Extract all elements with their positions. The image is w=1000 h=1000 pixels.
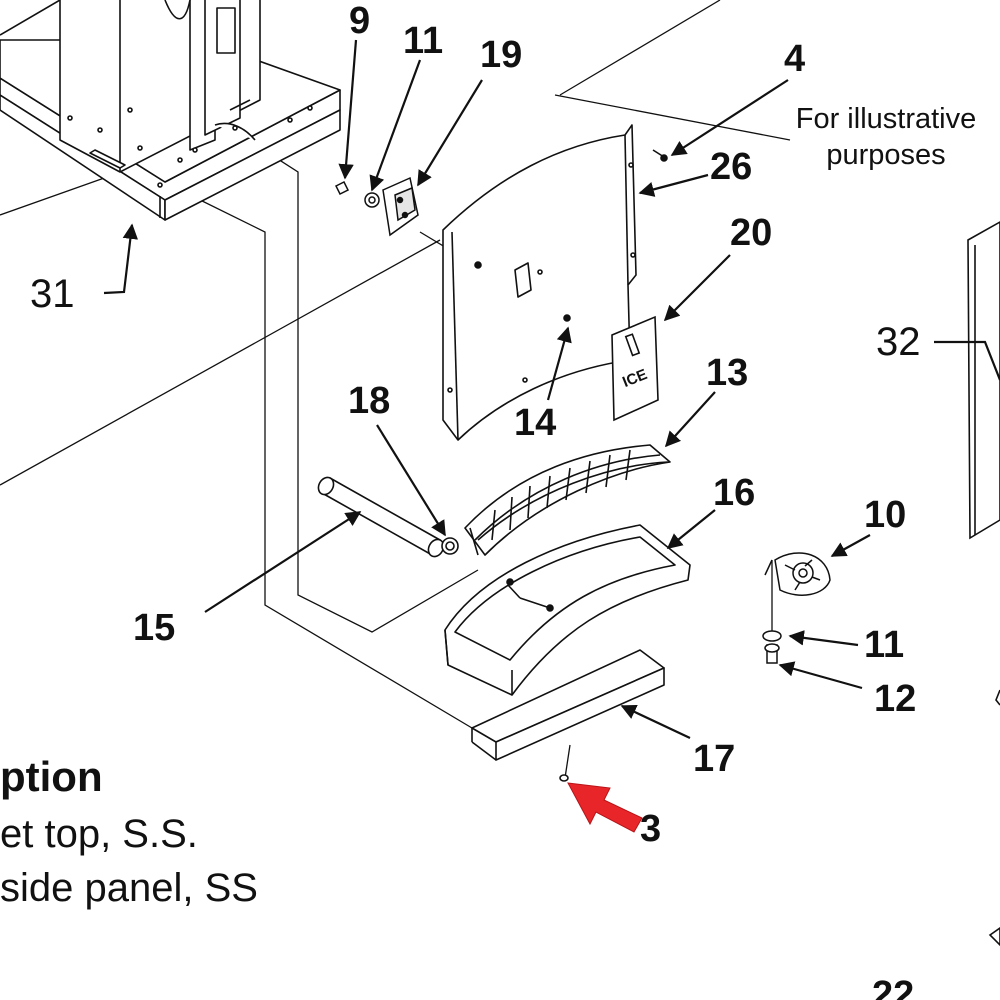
curved-front-panel (442, 124, 668, 441)
drip-tray (444, 524, 691, 696)
cabinet-base (0, 0, 341, 221)
callout-3: 3 (640, 808, 662, 850)
callout-9: 9 (349, 0, 371, 42)
description-line-1: et top, S.S. (0, 812, 198, 856)
side-panel (967, 221, 1000, 947)
callout-19: 19 (480, 34, 523, 76)
callout-13: 13 (706, 352, 749, 394)
ice-plate: ICE (611, 315, 659, 422)
leader-lines (103, 39, 1000, 739)
motor-assembly (762, 552, 831, 664)
callout-4: 4 (784, 38, 806, 80)
callout-11: 11 (403, 20, 444, 62)
highlight-arrow (567, 782, 643, 833)
callout-12: 12 (874, 678, 917, 720)
callout-14: 14 (514, 402, 557, 444)
illustrative-note-line1: For illustrative (795, 103, 977, 135)
bracket-hardware (334, 176, 419, 237)
callout-17: 17 (693, 738, 736, 780)
drain-hose (317, 476, 459, 558)
wire-grille (464, 444, 671, 556)
description-heading: ption (0, 753, 103, 800)
callout-32: 32 (876, 320, 921, 364)
description-line-2: side panel, SS (0, 866, 258, 910)
illustrative-note: For illustrative purposes (780, 101, 992, 173)
callout-16: 16 (713, 472, 756, 514)
callout-15: 15 (133, 607, 176, 649)
illustrative-note-line2: purposes (826, 139, 946, 171)
callout-22: 22 (872, 974, 915, 1000)
lower-front-panel (471, 649, 665, 782)
callout-11-lower: 11 (864, 624, 905, 666)
callout-20: 20 (730, 212, 773, 254)
callout-10: 10 (864, 494, 907, 536)
callout-31: 31 (30, 272, 75, 316)
callout-18: 18 (348, 380, 391, 422)
callout-26: 26 (710, 146, 753, 188)
